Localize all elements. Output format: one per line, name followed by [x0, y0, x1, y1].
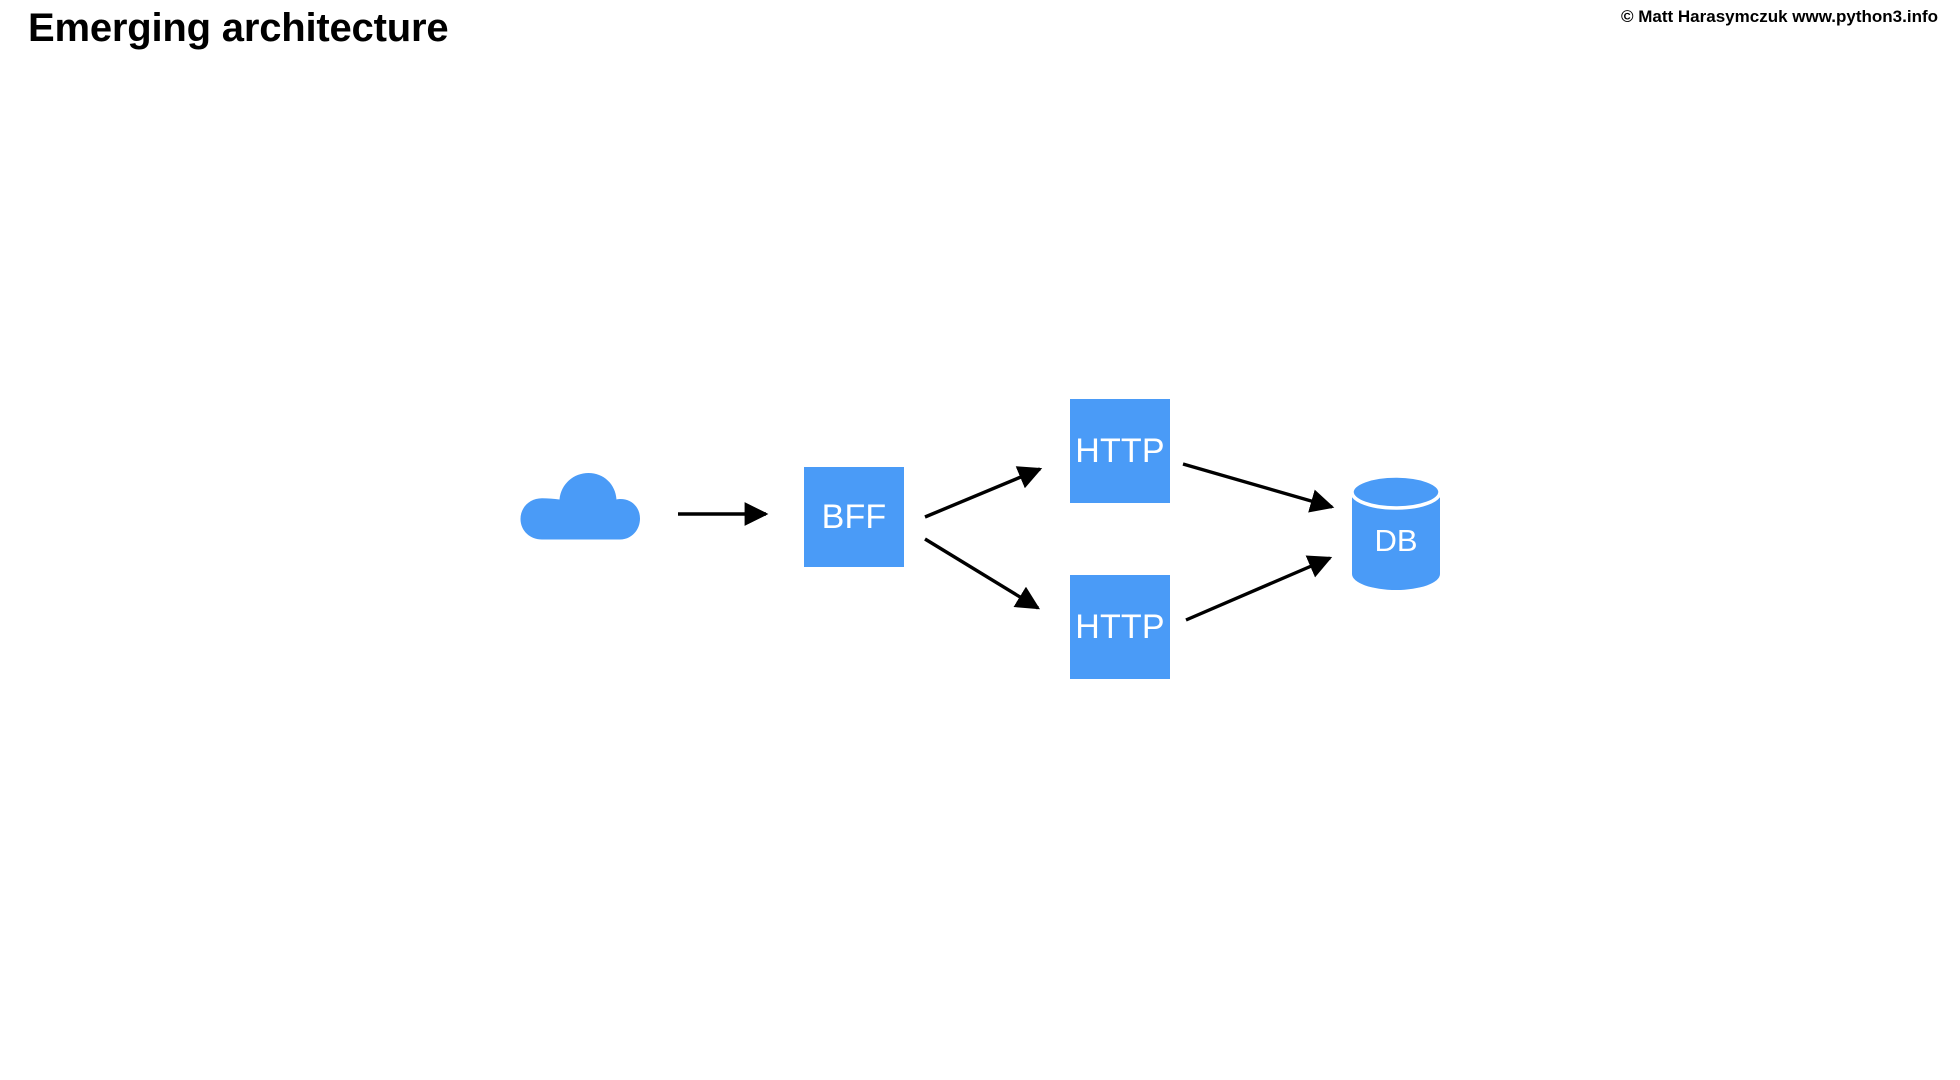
node-cloud[interactable] — [518, 470, 642, 550]
database-icon — [1352, 476, 1440, 590]
copyright-notice: © Matt Harasymczuk www.python3.info — [1621, 7, 1938, 26]
node-db[interactable]: DB — [1352, 476, 1440, 590]
node-bff-label: BFF — [821, 498, 887, 536]
edge-bff-to-http-2 — [924, 537, 1041, 610]
node-http-2[interactable]: HTTP — [1070, 575, 1170, 679]
edge-http-1-to-db — [1182, 462, 1335, 513]
node-http-1-label: HTTP — [1075, 432, 1165, 470]
cloud-icon — [520, 473, 640, 540]
page-title: Emerging architecture — [28, 6, 449, 50]
edge-http-2-to-db — [1185, 555, 1333, 622]
edge-bff-to-http-1 — [924, 466, 1043, 519]
node-http-1[interactable]: HTTP — [1070, 399, 1170, 503]
node-http-2-label: HTTP — [1075, 608, 1165, 646]
node-bff[interactable]: BFF — [804, 467, 904, 567]
